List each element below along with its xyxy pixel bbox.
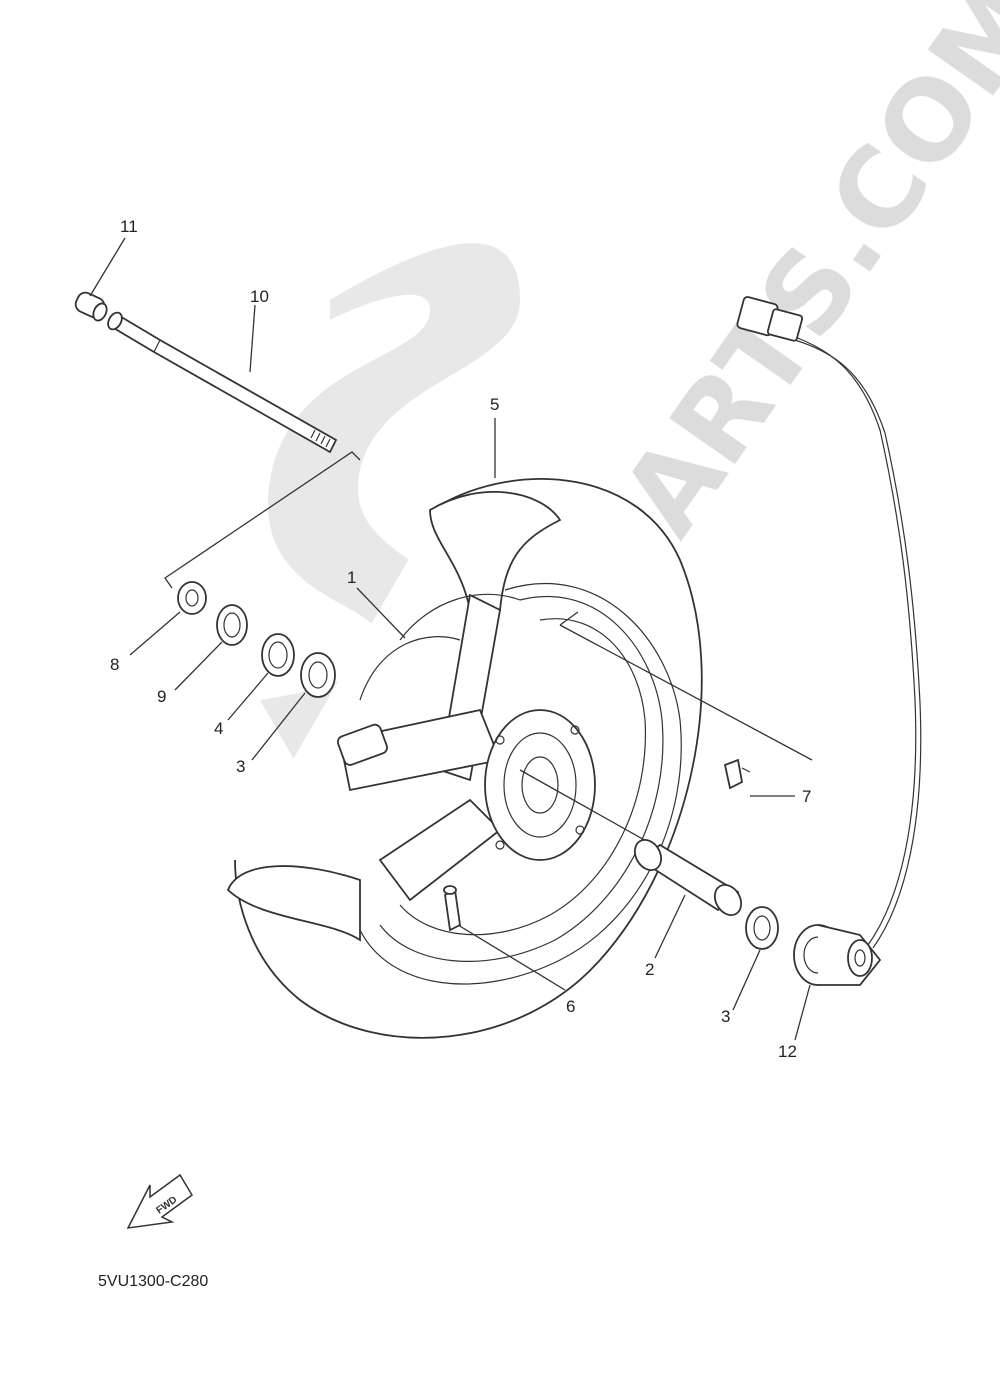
- callout-1: 1: [347, 568, 356, 587]
- part-10-oil-seal: [216, 604, 248, 646]
- fwd-arrow-icon: FWD: [126, 1173, 193, 1229]
- callout-2: 2: [645, 960, 654, 979]
- part-1-hub: [336, 593, 596, 902]
- part-6-valve: [443, 885, 461, 932]
- part-11-nut: [74, 291, 108, 322]
- part-7-weight: [723, 758, 751, 790]
- callout-6: 6: [566, 997, 575, 1016]
- part-3-bearing-left: [300, 652, 336, 698]
- callout-8: 10: [250, 287, 269, 306]
- callout-5: 5: [490, 395, 499, 414]
- diagram-code: 5VU1300-C280: [98, 1273, 208, 1290]
- callout-11: 11: [120, 217, 138, 236]
- part-8-axle: [107, 311, 338, 454]
- part-3-bearing-right: [745, 906, 779, 950]
- part-2-collar: [633, 839, 743, 916]
- part-12-meter-gear: [736, 296, 922, 986]
- callout-4: 4: [214, 719, 223, 738]
- callout-7: 7: [802, 787, 811, 806]
- callout-3-left: 3: [236, 757, 245, 776]
- part-4-bearing: [261, 633, 295, 677]
- part-9-spacer: [177, 581, 207, 615]
- callout-10: 9: [157, 687, 166, 706]
- callout-9: 8: [110, 655, 119, 674]
- callout-3-right: 3: [721, 1007, 730, 1026]
- callout-12: 12: [778, 1042, 797, 1061]
